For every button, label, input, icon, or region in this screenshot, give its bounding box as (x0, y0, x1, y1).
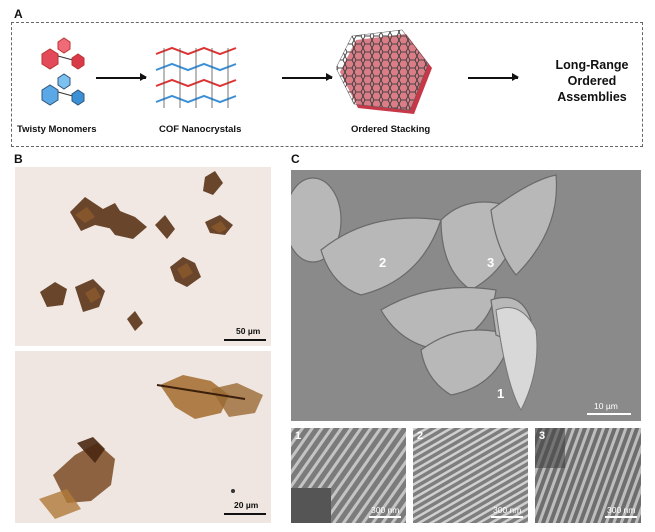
panel-a-letter: A (14, 7, 23, 21)
sem-region-label-2: 2 (379, 255, 387, 270)
inset-2-scale-label: 300 nm (493, 505, 522, 515)
arrow-2 (282, 74, 333, 80)
sem-inset-3: 3 300 nm (535, 428, 641, 523)
scale-label-top: 50 µm (236, 326, 261, 336)
scale-label-bottom: 20 µm (234, 500, 259, 510)
sem-main-scale-label: 10 µm (594, 401, 618, 411)
step-label-monomers: Twisty Monomers (17, 124, 97, 135)
inset-1-number: 1 (295, 430, 302, 442)
scale-bar-bottom (224, 513, 266, 515)
step-label-stacking: Ordered Stacking (351, 124, 431, 135)
final-line-1: Long-Range (555, 58, 629, 72)
sem-inset-2: 2 300 nm (413, 428, 528, 523)
optical-micrograph-bottom: 20 µm (15, 351, 271, 523)
final-result-text: Long-Range Ordered Assemblies (548, 57, 636, 105)
inset-1-scale-label: 300 nm (371, 505, 400, 515)
panel-c-letter: C (291, 152, 300, 166)
arrow-3 (468, 74, 519, 80)
ordered-stacking-illustration (336, 29, 432, 114)
sem-main-scale-bar (587, 413, 631, 415)
step-label-nanocrystals: COF Nanocrystals (159, 124, 242, 135)
final-line-3: Assemblies (557, 90, 627, 104)
sem-region-label-1: 1 (497, 386, 505, 401)
final-line-2: Ordered (567, 74, 617, 88)
cof-nanocrystal-illustration (155, 46, 237, 108)
inset-2-scale-bar (491, 516, 523, 518)
arrow-1 (96, 74, 147, 80)
monomer-illustration (41, 37, 85, 106)
inset-3-number: 3 (539, 430, 546, 442)
schematic-box (11, 22, 643, 147)
scale-bar-top (224, 339, 266, 341)
inset-3-scale-label: 300 nm (607, 505, 636, 515)
inset-1-scale-bar (369, 516, 401, 518)
inset-3-scale-bar (605, 516, 637, 518)
inset-2-number: 2 (417, 430, 424, 442)
sem-inset-1: 1 300 nm (291, 428, 406, 523)
sem-main-image: 2 3 1 10 µm (291, 170, 641, 421)
panel-b-letter: B (14, 152, 23, 166)
optical-micrograph-top: 50 µm (15, 167, 271, 346)
sem-region-label-3: 3 (487, 255, 495, 270)
